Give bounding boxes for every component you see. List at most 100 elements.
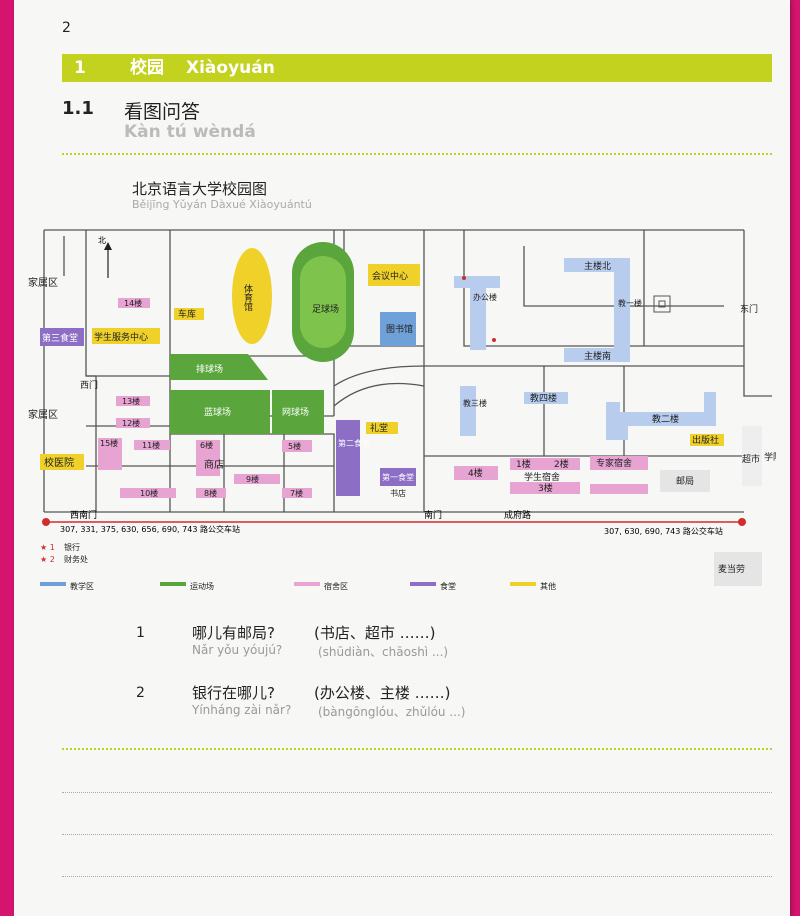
- marker-key-2-label: 财务处: [64, 554, 88, 564]
- map-label-paiqiuchang: 排球场: [196, 363, 223, 375]
- dorm-10: [120, 488, 176, 498]
- map-label-jiashuqu-2: 家属区: [28, 408, 58, 421]
- question-2-pinyin: Yínháng zài nǎr?: [192, 703, 292, 717]
- bus-stop-left-label: 307, 331, 375, 630, 656, 690, 743 路公交车站: [60, 524, 240, 534]
- building-disanshitang: [40, 328, 84, 346]
- dorm-5: [282, 440, 312, 452]
- map-label-jiaosanlou: 教三楼: [463, 398, 487, 408]
- lanqiuchang: [170, 390, 270, 434]
- marker-key-2-num: ★ 2: [40, 555, 55, 564]
- map-label-l1: 1楼: [516, 458, 531, 470]
- dorm-12: [116, 418, 150, 428]
- marker-key-1-num: ★ 1: [40, 543, 55, 552]
- building-xiaoyiyuan: [40, 454, 84, 470]
- legend-qita: 其他: [540, 581, 556, 591]
- answer-line-2[interactable]: [62, 834, 772, 835]
- cheku: [174, 308, 204, 320]
- campus-map: 北 家属区 第三食堂 学生服务中心 西门 家属区 校医院 14楼 13楼 12楼…: [28, 229, 776, 591]
- map-label-tiyuguan: 体育馆: [242, 283, 253, 312]
- north-arrow-label: 北: [98, 236, 106, 245]
- paiqiuchang: [170, 354, 268, 380]
- section-pinyin: Kàn tú wèndá: [124, 122, 256, 142]
- dorm-15: [98, 438, 122, 470]
- legend-shitang: 食堂: [440, 581, 456, 591]
- youju: [660, 470, 710, 492]
- dorm-13: [116, 396, 150, 406]
- question-2-number: 2: [136, 685, 145, 701]
- map-label-chubanshe: 出版社: [692, 434, 719, 446]
- zhuanjiasushe: [590, 456, 648, 470]
- map-label-maidanglao: 麦当劳: [718, 563, 745, 575]
- answer-line-1[interactable]: [62, 792, 772, 793]
- unit-number: 1: [74, 58, 86, 78]
- map-legend: 教学区 运动场 宿舍区 食堂 其他 麦当劳: [40, 552, 762, 591]
- map-label-huiyizhongxin: 会议中心: [372, 270, 408, 282]
- jiaoerlou: [606, 392, 716, 440]
- legend-jiaoxuequ: 教学区: [70, 581, 94, 591]
- question-2-hint: (办公楼、主楼 ……): [314, 684, 451, 702]
- tushuguan: [380, 312, 416, 346]
- map-label-shudian: 书店: [390, 488, 406, 498]
- jiaoyilou: [614, 258, 630, 362]
- map-label-chaoshi: 超市: [742, 453, 760, 465]
- marker-finance: [492, 338, 496, 342]
- map-label-xiaoyiyuan: 校医院: [44, 456, 74, 469]
- jiaosanlou: [460, 386, 476, 436]
- map-label-l15: 15楼: [100, 438, 118, 448]
- map-label-nanmen: 南门: [424, 509, 442, 521]
- map-label-disanshitang: 第三食堂: [42, 332, 78, 344]
- bus-stop-right: [738, 518, 746, 526]
- map-label-zhulou-bei: 主楼北: [584, 260, 611, 272]
- map-label-xueshengsushe: 学生宿舍: [524, 471, 560, 483]
- map-label-l10: 10楼: [140, 488, 158, 498]
- legend-yundongchang: 运动场: [190, 581, 214, 591]
- marker-key-1-label: 银行: [64, 542, 80, 552]
- marker-bank: [462, 276, 466, 280]
- map-label-l12: 12楼: [122, 418, 140, 428]
- map-label-xueyuanlu: 学院路: [764, 451, 776, 463]
- map-label-wangqiuchang: 网球场: [282, 406, 309, 418]
- map-label-tushuguan: 图书馆: [386, 323, 413, 335]
- unit-header-bar: 1 校园 Xiàoyuán: [62, 54, 772, 82]
- map-label-jiaosilou: 教四楼: [530, 392, 557, 404]
- diyi-shitang: [380, 468, 416, 486]
- map-label-ximen: 西门: [80, 379, 98, 391]
- map-label-l7: 7楼: [290, 488, 303, 498]
- map-label-zuqiuchang: 足球场: [312, 303, 339, 315]
- map-label-l14: 14楼: [124, 298, 142, 308]
- map-label-l13: 13楼: [122, 396, 140, 406]
- dier-shitang: [336, 420, 360, 496]
- zhulou-bei: [564, 258, 630, 272]
- map-label-dongmen: 东门: [740, 303, 758, 315]
- chubanshe: [690, 434, 724, 446]
- map-label-cheku: 车库: [178, 308, 196, 320]
- map-title-pinyin: Běijīng Yǔyán Dàxué Xiàoyuántú: [132, 198, 312, 211]
- tiyuguan: [232, 248, 272, 344]
- question-2-hint-pinyin: (bàngōnglóu、zhǔlóu ...): [318, 705, 466, 719]
- question-1-pinyin: Nǎr yǒu yóujú?: [192, 643, 283, 657]
- dorm-8: [196, 488, 226, 498]
- map-label-l2: 2楼: [554, 458, 569, 470]
- map-label-l8: 8楼: [204, 488, 217, 498]
- map-label-jiaoerlou: 教二楼: [652, 413, 679, 425]
- map-label-dier-shitang: 第二食堂: [338, 438, 370, 448]
- dorm-14: [118, 298, 150, 308]
- section-number: 1.1: [62, 98, 94, 119]
- map-label-chengfulu: 成府路: [504, 509, 531, 521]
- map-label-youju: 邮局: [676, 475, 694, 487]
- map-label-zhuanjiasushe: 专家宿舍: [596, 457, 632, 469]
- question-1-hint-pinyin: (shūdiàn、chāoshì ...): [318, 645, 449, 659]
- map-label-xinanmen: 西南门: [70, 509, 97, 521]
- answer-line-3[interactable]: [62, 876, 772, 877]
- map-label-l5: 5楼: [288, 441, 301, 451]
- map-label-l6: 6楼: [200, 440, 213, 450]
- map-label-jiashuqu-1: 家属区: [28, 276, 58, 289]
- map-label-jiaoyilou: 教一楼: [618, 298, 642, 308]
- maidanglao: [714, 552, 762, 586]
- dorm-7: [282, 488, 312, 498]
- dorm-6: [196, 440, 220, 476]
- map-label-l9: 9楼: [246, 474, 259, 484]
- question-1-number: 1: [136, 625, 145, 641]
- unit-title: 校园: [130, 58, 164, 78]
- jiaosilou: [524, 392, 568, 404]
